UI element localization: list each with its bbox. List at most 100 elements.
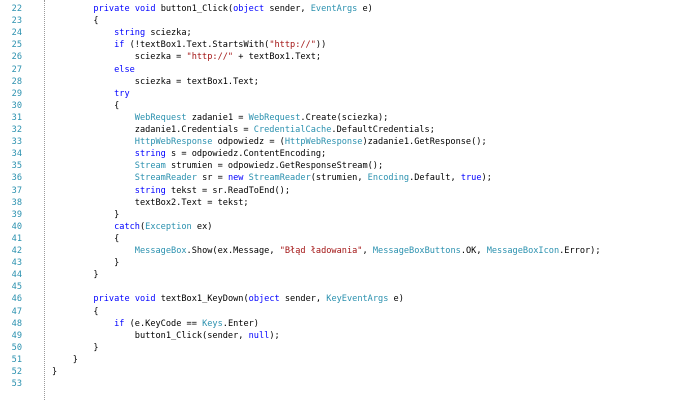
code-line[interactable]: 22 private void button1_Click(object sen… [0,3,681,15]
code-token: .Error); [559,246,601,256]
code-text: else [52,64,135,76]
code-line[interactable]: 42 MessageBox.Show(ex.Message, "Błąd ład… [0,245,681,257]
code-line[interactable]: 39 } [0,209,681,221]
code-token [52,246,135,256]
code-line[interactable]: 47 { [0,306,681,318]
code-token: void [134,4,156,14]
code-text: } [52,257,119,269]
code-token: HttpWebResponse [134,137,213,148]
line-number: 42 [11,246,22,256]
code-token: HttpWebResponse [284,137,363,148]
code-token: MessageBox [134,246,187,256]
code-token: s = odpowiedz.ContentEncoding; [165,149,327,160]
line-number: 38 [11,197,22,208]
code-token: } [52,209,120,220]
code-line[interactable]: 53 [0,378,681,390]
code-line[interactable]: 49 button1_Click(sender, null); [0,330,681,342]
code-token: StreamReader [248,173,311,184]
code-token: odpowiedz = ( [212,137,285,148]
line-number: 33 [11,137,22,148]
line-number: 26 [11,52,22,63]
code-token: strumien = odpowiedz.GetResponseStream()… [165,161,384,172]
code-line[interactable]: 36 StreamReader sr = new StreamReader(st… [0,172,681,184]
code-token [52,149,135,159]
code-token [52,222,114,232]
code-text: sciezka = textBox1.Text; [52,76,259,88]
line-number: 24 [11,28,22,39]
code-text: } [52,269,99,281]
line-number: 47 [11,306,22,317]
code-token: sciezka = [52,52,187,63]
code-line[interactable]: 40 catch(Exception ex) [0,221,681,233]
code-token: ); [481,173,492,184]
code-token [52,113,135,123]
code-token: sender, [279,294,327,305]
code-line[interactable]: 23 { [0,15,681,27]
code-token: .Create(sciezka); [300,112,389,123]
code-line[interactable]: 27 else [0,64,681,76]
code-line[interactable]: 28 sciezka = textBox1.Text; [0,76,681,88]
code-text: } [52,354,78,366]
code-text: { [52,100,119,112]
code-line[interactable]: 34 string s = odpowiedz.ContentEncoding; [0,148,681,160]
code-token: sciezka; [145,28,192,39]
line-number: 52 [11,367,22,377]
code-token: } [52,258,120,269]
code-token: .DefaultCredentials; [331,125,435,135]
code-token [52,40,114,50]
line-number: 51 [11,354,22,365]
code-token: , [362,246,373,256]
code-line[interactable]: 50 } [0,342,681,354]
code-line[interactable]: 48 if (e.KeyCode == Keys.Enter) [0,318,681,330]
code-line[interactable]: 35 Stream strumien = odpowiedz.GetRespon… [0,160,681,172]
code-line[interactable]: 37 string tekst = sr.ReadToEnd(); [0,185,681,197]
code-line[interactable]: 43 } [0,257,681,269]
code-text: } [52,209,119,221]
code-token: { [52,100,120,111]
code-token [52,65,114,75]
code-line[interactable]: 25 if (!textBox1.Text.StartsWith("http:/… [0,39,681,51]
line-number: 22 [11,4,22,14]
code-line[interactable]: 52} [0,366,681,378]
code-token: zadanie1 = [186,112,249,123]
code-token: MessageBoxButtons [372,246,461,256]
code-line[interactable]: 32 zadanie1.Credentials = CredentialCach… [0,124,681,136]
code-token: } [52,270,99,281]
code-line[interactable]: 31 WebRequest zadanie1 = WebRequest.Crea… [0,112,681,124]
code-token: .Default, [409,173,461,184]
code-line[interactable]: 38 textBox2.Text = tekst; [0,197,681,209]
code-line[interactable]: 33 HttpWebResponse odpowiedz = (HttpWebR… [0,136,681,148]
code-line[interactable]: 45 [0,281,681,293]
code-text: if (e.KeyCode == Keys.Enter) [52,318,259,330]
code-token: (e.KeyCode == [124,318,203,329]
code-token: { [52,306,99,317]
code-token: KeyEventArgs [326,294,389,305]
line-number: 43 [11,258,22,269]
code-line[interactable]: 46 private void textBox1_KeyDown(object … [0,293,681,305]
code-text: } [52,342,98,354]
code-token: else [114,64,135,75]
code-line[interactable]: 29 try [0,88,681,100]
code-text: private void button1_Click(object sender… [52,3,372,15]
code-line[interactable]: 51 } [0,354,681,366]
code-text: MessageBox.Show(ex.Message, "Błąd ładowa… [52,245,601,257]
code-line[interactable]: 44 } [0,269,681,281]
code-token: if [114,40,125,51]
code-line[interactable]: 26 sciezka = "http://" + textBox1.Text; [0,51,681,63]
code-text: button1_Click(sender, null); [52,330,280,342]
code-token: Stream [134,161,166,172]
code-token: ex) [191,221,213,232]
code-line[interactable]: 30 { [0,100,681,112]
code-token [52,137,135,147]
code-line[interactable]: 41 { [0,233,681,245]
code-token [52,4,93,14]
code-token: private [93,294,130,305]
line-number: 31 [11,112,22,123]
code-token: WebRequest [134,112,187,123]
line-number: 46 [11,294,22,305]
code-text: private void textBox1_KeyDown(object sen… [52,293,404,305]
code-text: Stream strumien = odpowiedz.GetResponseS… [52,160,383,172]
code-line[interactable]: 24 string sciezka; [0,27,681,39]
line-number: 29 [11,88,22,99]
